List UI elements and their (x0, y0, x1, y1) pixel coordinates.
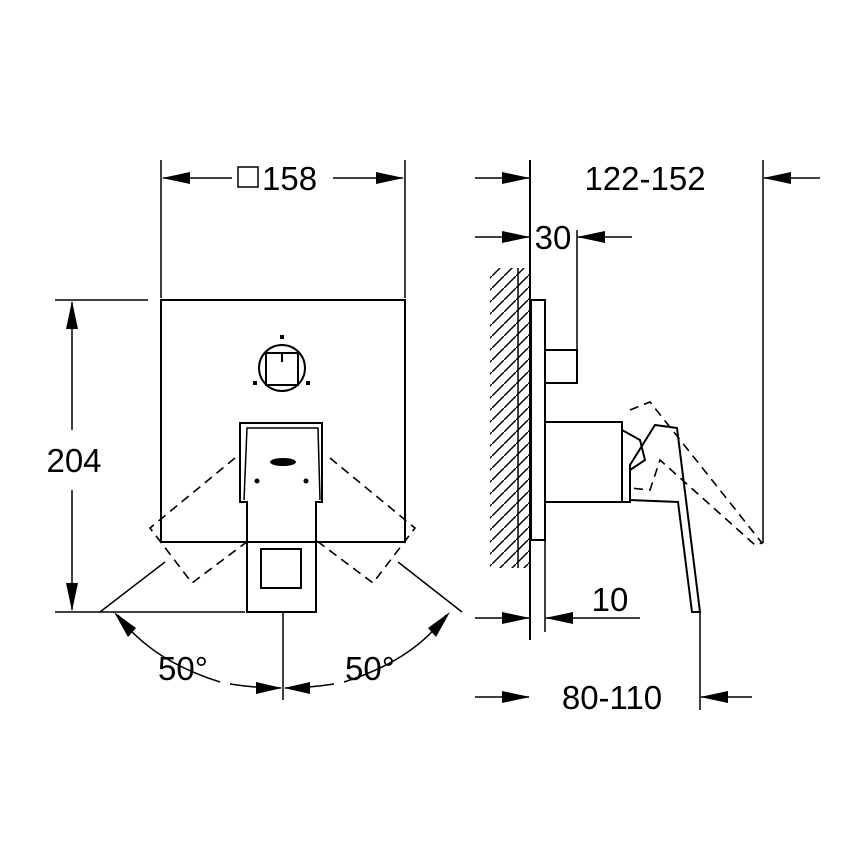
lever-side-rotated (629, 401, 764, 546)
arrow-icon (428, 612, 450, 637)
angle-extension-line (397, 561, 463, 613)
arrow-icon (66, 301, 78, 329)
arrow-icon (577, 231, 605, 243)
arrow-icon (162, 172, 190, 184)
front-view: 158 204 50° (46, 160, 463, 700)
arrow-icon (284, 682, 310, 694)
arrow-icon (256, 682, 282, 694)
arrow-icon (114, 612, 136, 637)
lever-rotated-left (148, 457, 249, 585)
lever-depth-label: 80-110 (562, 679, 662, 716)
arrow-icon (545, 612, 573, 624)
arrow-icon (502, 691, 530, 703)
angle-left-label: 50° (158, 650, 208, 687)
screw-dot (254, 478, 260, 484)
plate-thickness-label: 10 (592, 581, 629, 618)
width-dimension-label: 158 (262, 160, 317, 197)
valve-body-side (544, 421, 623, 503)
arrow-icon (502, 231, 530, 243)
height-dimension-label: 204 (46, 442, 101, 479)
arrow-icon (502, 172, 530, 184)
diverter-depth-label: 30 (535, 219, 572, 256)
lever-square-recess (260, 548, 302, 589)
depth-max-label: 122-152 (584, 160, 705, 197)
wall-hatch (490, 268, 530, 568)
side-view: 122-152 30 10 80-110 (475, 160, 820, 716)
lever-side (629, 423, 702, 613)
position-dot (280, 335, 284, 339)
arrow-icon (66, 583, 78, 611)
arrow-icon (502, 612, 530, 624)
lever-handle (239, 422, 323, 613)
brand-logo-icon (270, 458, 296, 466)
arrow-icon (376, 172, 404, 184)
screw-dot (303, 478, 309, 484)
position-dot (306, 381, 310, 385)
diverter-knob (258, 344, 306, 392)
arrow-icon (700, 691, 728, 703)
lever-cap (243, 427, 321, 501)
cover-plate-side (530, 299, 546, 541)
angle-extension-line (99, 561, 166, 613)
diverter-knob-side (544, 349, 578, 384)
square-symbol-icon (237, 166, 259, 188)
position-dot (253, 381, 257, 385)
lever-hub (621, 429, 647, 503)
angle-right-label: 50° (345, 650, 395, 687)
lever-rotated-right (316, 457, 417, 585)
arrow-icon (763, 172, 791, 184)
cover-plate (160, 299, 406, 543)
